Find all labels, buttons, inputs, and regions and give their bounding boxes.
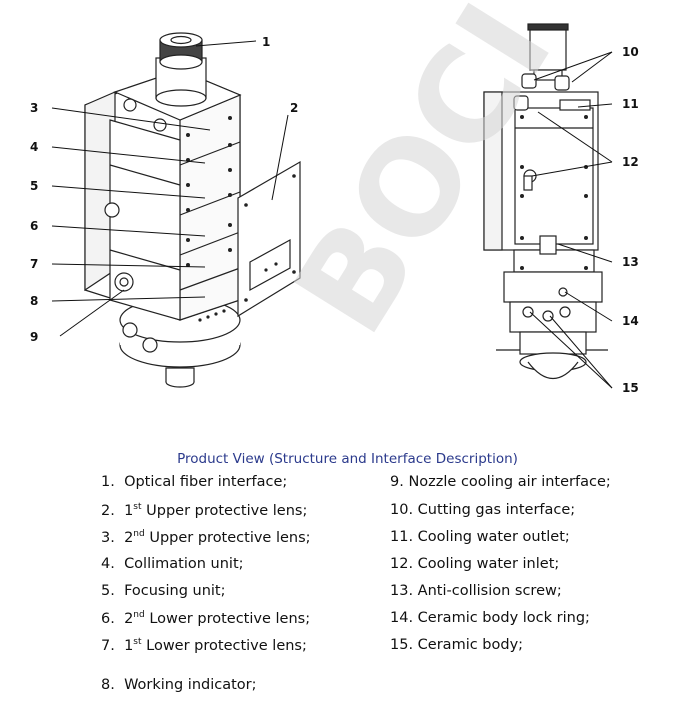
legend-item: 4. Collimation unit;: [101, 556, 244, 572]
leader-lines: [51, 40, 613, 389]
left-isometric-view: [84, 32, 301, 388]
callout-7: 7: [30, 257, 38, 271]
callout-6: 6: [30, 219, 38, 233]
legend-item: 11. Cooling water outlet;: [390, 529, 570, 545]
legend-item: 8. Working indicator;: [101, 677, 257, 693]
callout-9: 9: [30, 330, 38, 344]
callout-3: 3: [30, 101, 38, 115]
callout-1: 1: [262, 35, 270, 49]
legend-item: 9. Nozzle cooling air interface;: [390, 474, 611, 490]
legend-item: 15. Ceramic body;: [390, 637, 524, 653]
legend-item: 1. Optical fiber interface;: [101, 474, 288, 490]
callout-15: 15: [622, 381, 639, 395]
legend-item: 3. 2nd Upper protective lens;: [101, 529, 311, 546]
legend-item: 10. Cutting gas interface;: [390, 502, 576, 518]
callout-14: 14: [622, 314, 639, 328]
callout-13: 13: [622, 255, 639, 269]
callout-11: 11: [622, 97, 639, 111]
callout-12: 12: [622, 155, 639, 169]
legend-item: 6. 2nd Lower protective lens;: [101, 610, 311, 627]
product-drawing: BOCI 1 2 3 4 5 6 7 8 9 10 11 12 13: [30, 0, 639, 395]
figure-caption: Product View (Structure and Interface De…: [177, 451, 518, 467]
legend-item: 12. Cooling water inlet;: [390, 556, 560, 572]
callout-8: 8: [30, 294, 38, 308]
legend-item: 7. 1st Lower protective lens;: [101, 637, 307, 654]
legend-item: 5. Focusing unit;: [101, 583, 226, 599]
legend-item: 14. Ceramic body lock ring;: [390, 610, 590, 626]
callout-5: 5: [30, 179, 38, 193]
legend-item: 2. 1st Upper protective lens;: [101, 502, 308, 519]
callout-10: 10: [622, 45, 639, 59]
legend-item: 13. Anti-collision screw;: [390, 583, 562, 599]
callouts: 1 2 3 4 5 6 7 8 9 10 11 12 13 14 15: [30, 35, 639, 395]
callout-4: 4: [30, 140, 38, 154]
right-side-view: [483, 23, 608, 379]
callout-2: 2: [290, 101, 298, 115]
